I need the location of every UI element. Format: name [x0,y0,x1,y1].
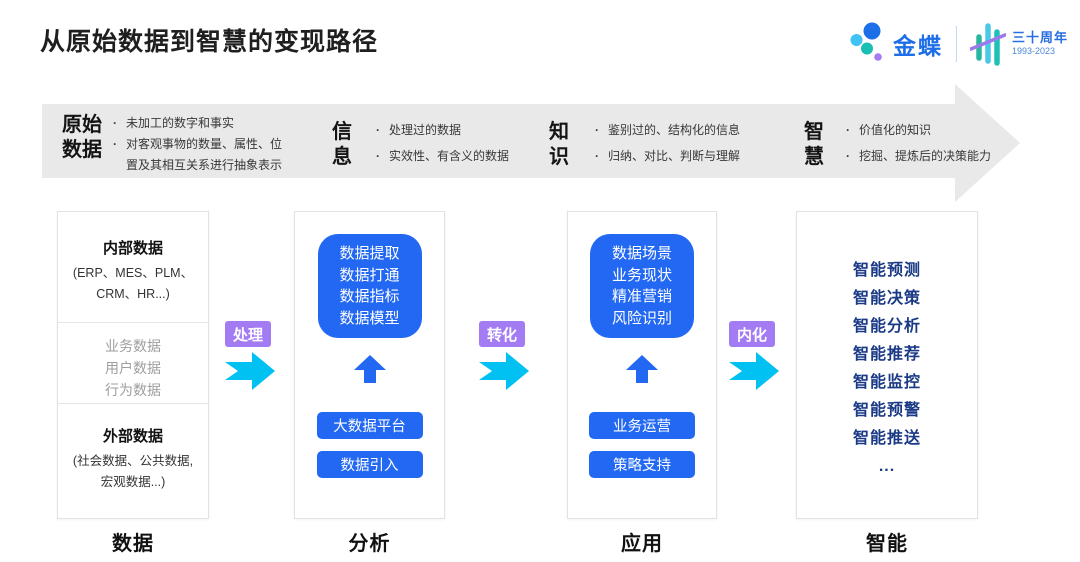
right-arrow-icon [479,352,529,390]
big-data-platform-button: 大数据平台 [316,412,423,439]
external-data-line: 宏观数据...) [100,475,166,489]
anniversary-label: 三十周年 [1012,29,1069,45]
middle-data-section: 业务数据 用户数据 行为数据 [58,322,208,403]
external-data-section: 外部数据 (社会数据、公共数据, 宏观数据...) [58,403,208,493]
up-arrow-icon [353,355,386,383]
logo-divider [956,26,957,62]
intel-item: 智能预测 [852,262,921,279]
data-item: 业务数据 [105,338,161,354]
data-box: 内部数据 (ERP、MES、PLM、 CRM、HR...) 业务数据 用户数据 … [57,211,209,519]
analysis-box: 数据提取 数据打通 数据指标 数据模型 大数据平台 数据引入 [294,211,445,519]
analysis-card: 数据提取 数据打通 数据指标 数据模型 [317,234,422,338]
connector-label-transform: 转化 [479,321,525,347]
connector-label-process: 处理 [225,321,271,347]
internal-data-heading: 内部数据 [102,240,163,257]
intel-item: 智能推荐 [852,346,921,363]
data-import-button: 数据引入 [316,451,423,478]
card-line: 风险识别 [611,309,672,327]
intel-item: 智能推送 [852,430,921,447]
internal-data-line: CRM、HR...) [96,287,170,301]
data-item: 用户数据 [105,360,161,376]
intel-item-more: ... [878,458,896,475]
footer-label-application: 应用 [621,533,663,555]
strategy-support-button: 策略支持 [589,451,695,478]
business-operation-button: 业务运营 [589,412,695,439]
page-title: 从原始数据到智慧的变现路径 [40,28,379,56]
connector-label-internalize: 内化 [729,321,775,347]
intel-item: 智能预警 [852,402,921,419]
card-line: 数据指标 [339,288,400,305]
card-line: 数据打通 [339,266,400,284]
brand-name: 金蝶 [893,33,943,59]
intelligence-box: 智能预测 智能决策 智能分析 智能推荐 智能监控 智能预警 智能推送 ... [796,211,978,519]
application-box: 数据场景 业务现状 精准营销 风险识别 业务运营 策略支持 [567,211,717,519]
card-line: 数据场景 [611,245,672,262]
data-item: 行为数据 [105,382,161,398]
kingdee-logo: 金蝶 三十周年 1993-2023 [850,18,1068,70]
application-card: 数据场景 业务现状 精准营销 风险识别 [590,234,694,338]
right-arrow-icon [225,352,275,390]
internal-data-section: 内部数据 (ERP、MES、PLM、 CRM、HR...) [58,212,208,322]
card-line: 数据模型 [339,309,400,327]
right-arrow-icon [729,352,779,390]
up-arrow-icon [626,355,658,383]
intel-item: 智能决策 [852,290,921,307]
external-data-line: (社会数据、公共数据, [72,454,194,468]
intel-item: 智能分析 [852,318,921,335]
anniversary-years: 1993-2023 [1012,46,1056,57]
anniversary-mark-icon [969,18,1007,71]
footer-label-analysis: 分析 [348,533,391,555]
card-line: 业务现状 [611,266,672,284]
card-line: 精准营销 [611,288,672,305]
internal-data-line: (ERP、MES、PLM、 [72,266,194,280]
card-line: 数据提取 [339,245,400,262]
logo-dots-icon [850,20,888,69]
footer-label-intelligence: 智能 [866,533,908,555]
footer-label-data: 数据 [112,533,154,555]
flow-arrow-band [42,84,1020,202]
external-data-heading: 外部数据 [102,428,163,445]
intel-item: 智能监控 [852,374,921,391]
